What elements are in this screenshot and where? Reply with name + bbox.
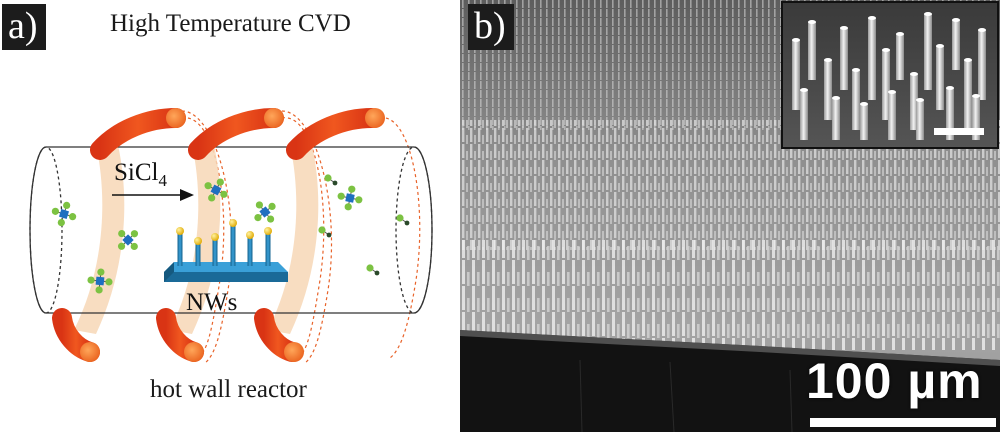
sem-inset — [781, 1, 999, 149]
nanowire — [176, 227, 184, 266]
panel-a: SiCl4 NWs High Temperature CVD hot wall … — [0, 0, 456, 432]
nanowires — [176, 219, 272, 266]
sicl4-molecules — [51, 174, 410, 294]
sicl4-molecule — [117, 229, 139, 251]
inset-nanowire — [800, 88, 808, 140]
inset-nanowire — [860, 102, 868, 140]
panel-label-a: a) — [2, 4, 46, 50]
sicl4-molecule — [254, 201, 276, 223]
cl-fragment — [324, 174, 338, 186]
inset-nanowire — [964, 58, 972, 130]
nanowire — [264, 227, 272, 266]
inset-nanowire — [840, 26, 848, 90]
inset-scale-bar — [934, 128, 984, 135]
sicl4-molecule — [337, 185, 363, 211]
inset-nanowire — [888, 90, 896, 140]
coil-ends — [80, 108, 385, 362]
inset-nanowire — [832, 96, 840, 140]
nanowire — [194, 237, 202, 266]
inset-nanowire — [882, 48, 890, 120]
inset-nanowire — [936, 44, 944, 110]
flow-arrow — [112, 189, 194, 201]
scale-bar — [810, 418, 996, 427]
substrate — [164, 262, 288, 282]
precursor-label: SiCl4 — [114, 159, 167, 190]
substrate-label: NWs — [186, 289, 237, 316]
inset-nanowire — [824, 58, 832, 120]
nanowire — [211, 233, 219, 266]
nanowire — [229, 219, 237, 266]
inset-nanowire — [896, 32, 904, 80]
cl-fragment — [318, 226, 332, 238]
inset-nanowire — [910, 72, 918, 130]
sicl4-molecule — [51, 201, 77, 227]
sicl4-molecule — [204, 178, 228, 202]
inset-nanowire — [852, 68, 860, 130]
inset-nanowire — [952, 18, 960, 70]
cl-fragment — [366, 264, 380, 276]
inset-nanowire — [972, 94, 980, 140]
inset-nanowire — [978, 28, 986, 100]
reactor-caption: hot wall reactor — [150, 376, 307, 403]
heating-glow — [74, 145, 319, 334]
cl-fragment — [396, 214, 410, 226]
sem-image — [460, 0, 1000, 432]
nanowire — [246, 231, 254, 266]
sicl4-molecule — [87, 268, 113, 294]
inset-nanowire — [946, 86, 954, 140]
inset-nanowire — [808, 20, 816, 80]
inset-nanowire — [792, 38, 800, 110]
reactor-diagram: SiCl4 NWs — [29, 108, 433, 365]
panel-label-b: b) — [468, 4, 514, 50]
diagram-title: High Temperature CVD — [110, 10, 351, 37]
inset-nanowire — [868, 16, 876, 100]
inset-nanowire — [924, 12, 932, 90]
panel-b: b) 100 µm — [460, 0, 1000, 432]
scale-bar-label: 100 µm — [806, 353, 983, 409]
inset-nanowire — [916, 98, 924, 140]
